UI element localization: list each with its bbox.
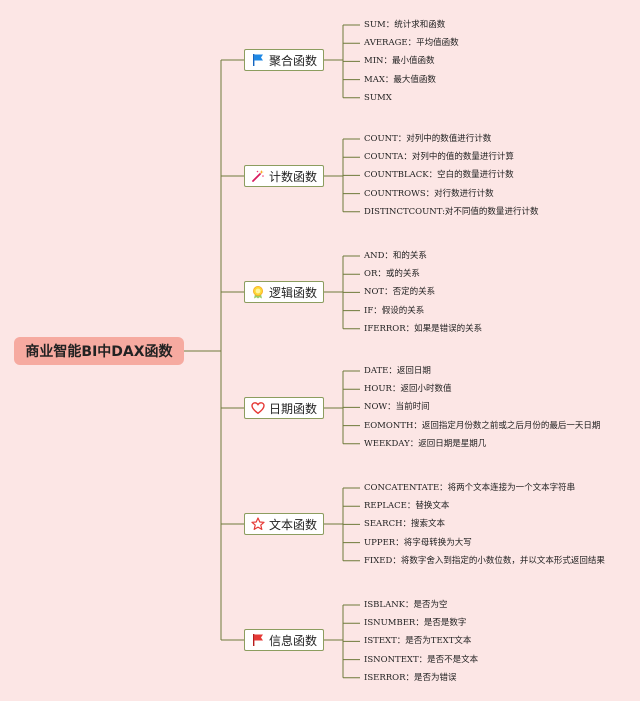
leaf-now[interactable]: NOW：当前时间: [364, 402, 430, 413]
leaf-or[interactable]: OR：或的关系: [364, 269, 420, 280]
category-label: 日期函数: [268, 401, 317, 416]
leaf-upper[interactable]: UPPER：将字母转换为大写: [364, 537, 472, 548]
leaf-countrows[interactable]: COUNTROWS：对行数进行计数: [364, 188, 494, 199]
category-label: 文本函数: [268, 517, 317, 532]
leaf-concatentate[interactable]: CONCATENTATE：将两个文本连接为一个文本字符串: [364, 483, 576, 493]
medal-icon: [251, 285, 265, 299]
heart-icon: [251, 401, 265, 415]
leaf-fixed[interactable]: FIXED：将数字舍入到指定的小数位数，并以文本形式返回结果: [364, 555, 605, 566]
leaf-hour[interactable]: HOUR：返回小时数值: [364, 384, 452, 395]
leaf-sum[interactable]: SUM：统计求和函数: [364, 20, 446, 30]
category-6[interactable]: 信息函数: [244, 629, 324, 651]
leaf-istext[interactable]: ISTEXT：是否为TEXT文本: [364, 636, 472, 647]
leaf-countblack[interactable]: COUNTBLACK：空白的数量进行计数: [364, 170, 514, 181]
leaf-not[interactable]: NOT：否定的关系: [364, 287, 436, 298]
leaf-if[interactable]: IF：假设的关系: [364, 305, 425, 316]
root-node[interactable]: 商业智能BI中DAX函数: [14, 337, 184, 365]
leaf-isblank[interactable]: ISBLANK：是否为空: [364, 600, 448, 610]
star-icon: [251, 517, 265, 531]
leaf-eomonth[interactable]: EOMONTH：返回指定月份数之前或之后月份的最后一天日期: [364, 420, 601, 431]
leaf-count[interactable]: COUNT：对列中的数值进行计数: [364, 134, 492, 144]
leaf-isnumber[interactable]: ISNUMBER：是否是数字: [364, 618, 467, 629]
category-2[interactable]: 计数函数: [244, 165, 324, 187]
category-label: 逻辑函数: [268, 285, 317, 300]
leaf-date[interactable]: DATE：返回日期: [364, 366, 431, 376]
leaf-min[interactable]: MIN：最小值函数: [364, 56, 435, 67]
category-5[interactable]: 文本函数: [244, 513, 324, 535]
leaf-weekday[interactable]: WEEKDAY：返回日期是星期几: [364, 438, 487, 449]
category-label: 计数函数: [268, 169, 317, 184]
leaf-isnontext[interactable]: ISNONTEXT：是否不是文本: [364, 654, 479, 665]
category-1[interactable]: 聚合函数: [244, 49, 324, 71]
leaf-counta[interactable]: COUNTA：对列中的值的数量进行计算: [364, 152, 514, 163]
leaf-iferror[interactable]: IFERROR：如果是错误的关系: [364, 323, 483, 334]
leaf-search[interactable]: SEARCH：搜索文本: [364, 519, 445, 530]
leaf-iserror[interactable]: ISERROR：是否为错误: [364, 672, 457, 683]
leaf-distinctcount[interactable]: DISTINCTCOUNT:对不同值的数量进行计数: [364, 206, 539, 217]
blue-flag-icon: [251, 53, 265, 67]
category-label: 聚合函数: [268, 53, 317, 68]
category-4[interactable]: 日期函数: [244, 397, 324, 419]
red-flag-icon: [251, 633, 265, 647]
category-3[interactable]: 逻辑函数: [244, 281, 324, 303]
leaf-and[interactable]: AND：和的关系: [364, 251, 427, 261]
leaf-sumx[interactable]: SUMX: [364, 92, 392, 103]
leaf-replace[interactable]: REPLACE：替换文本: [364, 501, 450, 512]
root-label: 商业智能BI中DAX函数: [25, 344, 173, 360]
leaf-average[interactable]: AVERAGE：平均值函数: [364, 38, 459, 49]
category-label: 信息函数: [268, 633, 317, 648]
magic-wand-icon: [251, 169, 265, 183]
leaf-max[interactable]: MAX：最大值函数: [364, 74, 436, 85]
